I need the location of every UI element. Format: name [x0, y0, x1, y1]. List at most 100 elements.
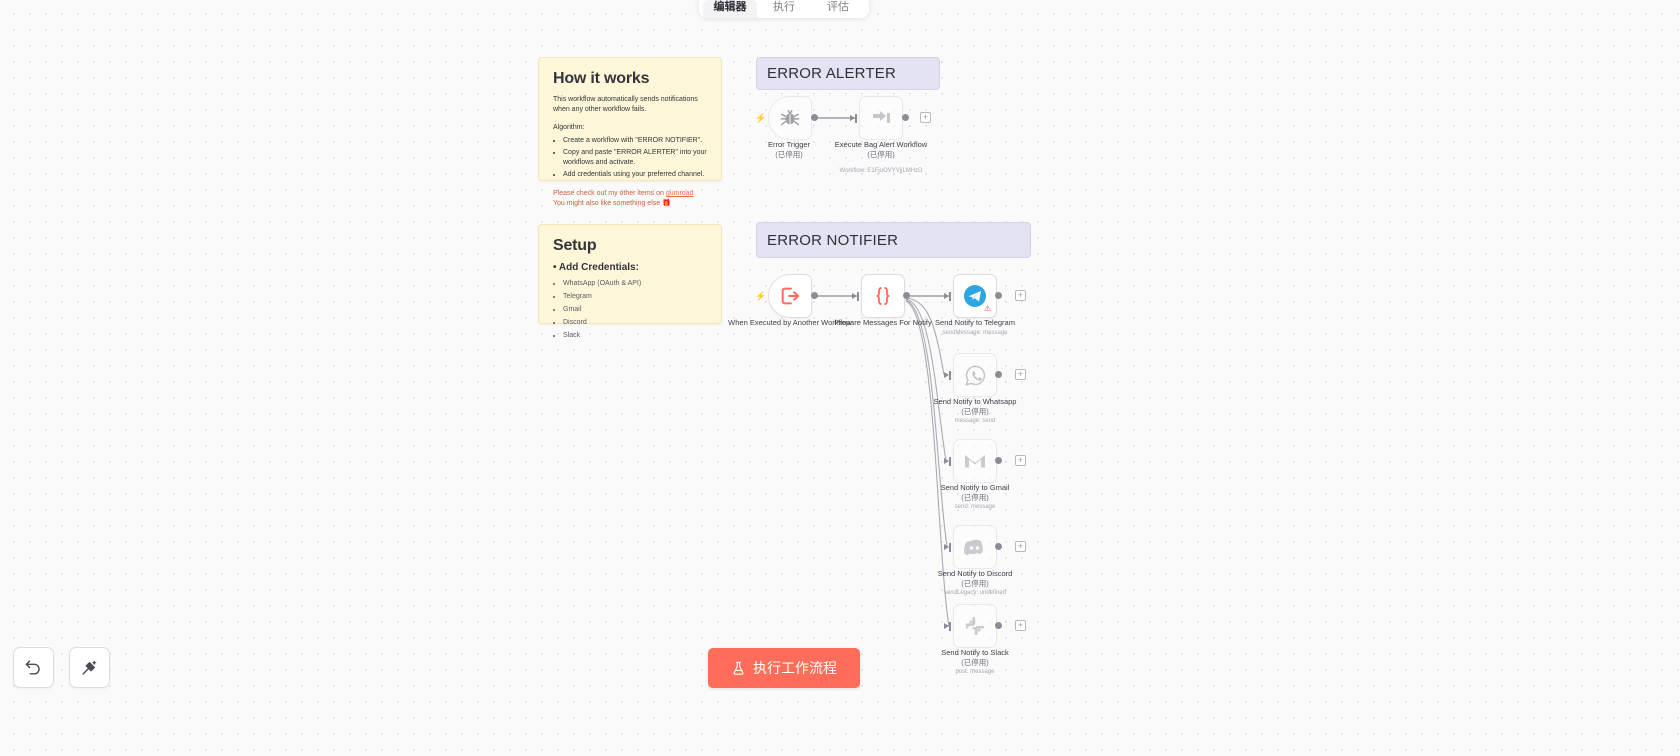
input-arrow-prepare-messages	[852, 293, 857, 299]
sticky-footer: Please check out my other items on gumro…	[553, 189, 707, 209]
trigger-bolt-icon: ⚡	[755, 113, 767, 123]
credential-slack: Slack	[563, 330, 707, 341]
notifier-bolt-icon: ⚡	[755, 291, 767, 301]
node-label-gmail: Send Notify to Gmail (已停用)	[940, 483, 1010, 502]
group-label-notifier: ERROR NOTIFIER	[767, 231, 899, 249]
input-arrow-execute-workflow	[850, 115, 855, 121]
node-error-trigger[interactable]	[768, 96, 812, 140]
node-label-telegram: Send Notify to Telegram	[935, 318, 1015, 327]
node-label-prepare-messages: Prepare Messages For Notify	[834, 318, 932, 327]
tidy-up-button[interactable]	[69, 647, 110, 688]
execute-workflow-button[interactable]: 执行工作流程	[708, 648, 860, 688]
execute-trigger-icon	[781, 287, 800, 305]
setup-credentials-list: WhatsApp (OAuth & API) Telegram Gmail Di…	[563, 278, 707, 341]
sticky-title-how: How it works	[553, 70, 650, 87]
node-sub-discord: sendLegacy: undefined	[943, 590, 1007, 596]
sticky-note-how-it-works[interactable]: How it works This workflow automatically…	[538, 57, 722, 207]
sticky-step-1: Create a workflow with "ERROR NOTIFIER".	[563, 136, 707, 146]
output-dot-error-trigger[interactable]	[811, 114, 818, 121]
discord-icon	[964, 539, 983, 555]
group-error-notifier[interactable]: ERROR NOTIFIER	[756, 222, 1031, 258]
input-bar-discord	[949, 543, 951, 552]
whatsapp-icon	[964, 365, 985, 386]
sticky-footer-pre: Please check out my other items on	[553, 190, 666, 197]
gmail-icon	[965, 455, 985, 468]
node-send-notify-to-whatsapp[interactable]	[953, 353, 997, 397]
node-execute-bag-alert-workflow[interactable]	[859, 96, 903, 140]
warning-icon-telegram[interactable]: ⚠	[984, 304, 992, 313]
output-dot-slack[interactable]	[995, 622, 1002, 629]
node-sub-execute-workflow: Workflow: E1FjuOVYVjjLMHzD	[839, 168, 923, 174]
sticky-step-2: Copy and paste "ERROR ALERTER" into your…	[563, 148, 707, 168]
input-bar-slack	[949, 622, 951, 631]
credential-gmail: Gmail	[563, 304, 707, 315]
tab-executions[interactable]: 执行	[773, 1, 795, 13]
input-bar-gmail	[949, 457, 951, 466]
execute-workflow-icon	[873, 111, 890, 123]
output-dot-discord[interactable]	[995, 543, 1002, 550]
bug-icon	[780, 109, 800, 126]
sticky-note-setup[interactable]: Setup • Add Credentials: WhatsApp (OAuth…	[538, 224, 722, 339]
flask-icon	[733, 661, 744, 675]
add-node-plus-gmail[interactable]: +	[1015, 455, 1026, 466]
input-bar-whatsapp	[949, 371, 951, 380]
slack-icon	[965, 616, 985, 636]
view-tab-bar: 编辑器 执行 评估	[699, 0, 869, 18]
input-bar-prepare-messages	[857, 292, 859, 301]
node-label-whatsapp: Send Notify to Whatsapp (已停用)	[933, 397, 1017, 416]
input-bar-execute-workflow	[855, 114, 857, 123]
setup-subtitle-text: Add Credentials:	[558, 262, 639, 273]
sticky-title-setup: Setup	[553, 237, 597, 254]
output-dot-telegram[interactable]	[995, 292, 1002, 299]
node-send-notify-to-discord[interactable]	[953, 525, 997, 569]
output-dot-prepare-messages[interactable]	[903, 292, 910, 299]
output-dot-when-executed[interactable]	[811, 292, 818, 299]
group-error-alerter[interactable]: ERROR ALERTER	[756, 57, 940, 90]
output-dot-whatsapp[interactable]	[995, 371, 1002, 378]
node-label-when-executed: When Executed by Another Workflow	[728, 318, 852, 327]
tidy-up-icon	[82, 660, 97, 675]
node-prepare-messages-for-notify[interactable]	[861, 274, 905, 318]
input-bar-telegram	[949, 292, 951, 301]
node-when-executed-by-another-workflow[interactable]	[768, 274, 812, 318]
credential-telegram: Telegram	[563, 291, 707, 302]
telegram-icon	[964, 285, 986, 307]
credential-whatsapp: WhatsApp (OAuth & API)	[563, 278, 707, 289]
add-node-plus-discord[interactable]: +	[1015, 541, 1026, 552]
sticky-steps-list: Create a workflow with "ERROR NOTIFIER".…	[563, 136, 707, 180]
group-label-alerter: ERROR ALERTER	[767, 65, 897, 82]
add-node-plus-slack[interactable]: +	[1015, 620, 1026, 631]
add-node-plus-alerter[interactable]: +	[920, 112, 931, 123]
node-send-notify-to-slack[interactable]	[953, 604, 997, 648]
node-sub-gmail: send: message	[954, 504, 996, 510]
code-braces-icon	[875, 287, 891, 305]
input-arrow-slack	[944, 623, 949, 629]
undo-icon	[25, 660, 40, 675]
gumroad-link[interactable]: gumroad	[665, 190, 694, 197]
input-arrow-gmail	[944, 458, 949, 464]
sticky-step-3: Add credentials using your preferred cha…	[563, 170, 707, 180]
add-node-plus-whatsapp[interactable]: +	[1015, 369, 1026, 380]
output-dot-execute-workflow[interactable]	[902, 114, 909, 121]
tab-editor[interactable]: 编辑器	[703, 0, 757, 18]
node-send-notify-to-gmail[interactable]	[953, 439, 997, 483]
output-dot-gmail[interactable]	[995, 457, 1002, 464]
node-sub-slack: post: message	[955, 669, 995, 675]
sticky-footer-line2: You might also like something else 🎁	[553, 200, 671, 207]
node-label-error-trigger: Error Trigger (已停用)	[767, 140, 811, 159]
node-label-discord: Send Notify to Discord (已停用)	[937, 569, 1013, 588]
sticky-algorithm-label: Algorithm:	[553, 124, 585, 131]
input-arrow-telegram	[944, 293, 949, 299]
add-node-plus-telegram[interactable]: +	[1015, 290, 1026, 301]
node-send-notify-to-telegram[interactable]	[953, 274, 997, 318]
input-arrow-discord	[944, 544, 949, 550]
node-label-slack: Send Notify to Slack (已停用)	[941, 648, 1009, 667]
tab-evaluations[interactable]: 评估	[827, 1, 849, 13]
undo-button[interactable]	[13, 647, 54, 688]
execute-workflow-label: 执行工作流程	[753, 660, 837, 676]
node-sub-whatsapp: message: send	[954, 418, 996, 424]
setup-subtitle: • Add Credentials:	[553, 262, 639, 273]
input-arrow-whatsapp	[944, 372, 949, 378]
